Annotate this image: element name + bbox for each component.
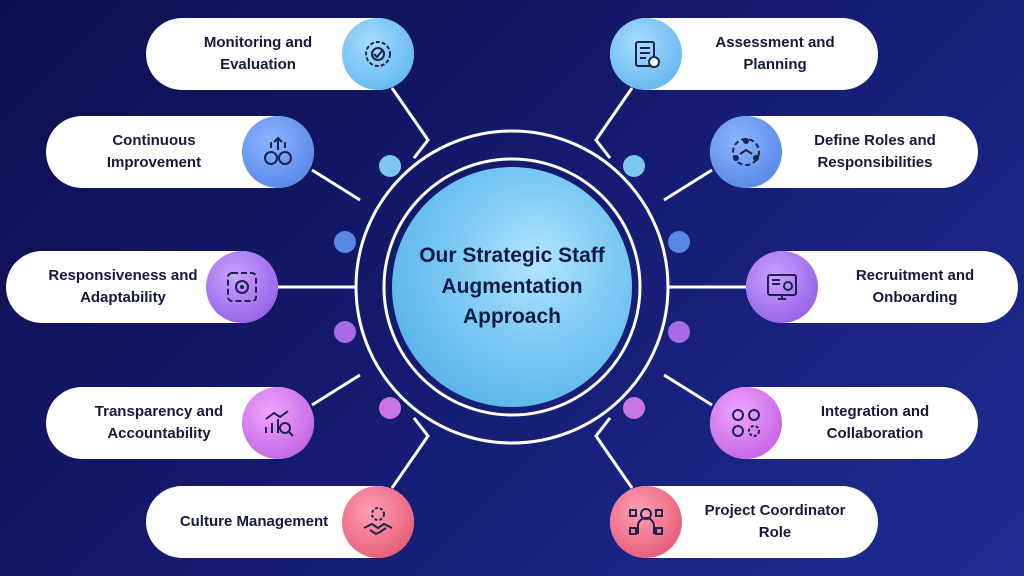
connector-integration	[663, 373, 713, 407]
card-culture-management: Culture Management	[146, 486, 414, 558]
connector-coordinator	[594, 417, 634, 489]
card-assessment-planning: Assessment and Planning	[610, 18, 878, 90]
card-project-coordinator: Project Coordinator Role	[610, 486, 878, 558]
card-label: Integration and Collaboration	[820, 403, 930, 442]
adaptability-cycle-icon	[206, 251, 278, 323]
connector-transparency	[311, 373, 361, 407]
card-label: Responsiveness and Adaptability	[48, 267, 198, 306]
ring-node	[334, 231, 356, 253]
accountability-chart-icon	[242, 387, 314, 459]
monitoring-gear-icon	[342, 18, 414, 90]
card-label: Continuous Improvement	[106, 132, 202, 171]
card-monitoring-evaluation: Monitoring and Evaluation	[146, 18, 414, 90]
card-responsiveness-adaptability: Responsiveness and Adaptability	[6, 251, 278, 323]
connector-assessment	[594, 87, 634, 159]
card-label: Define Roles and Responsibilities	[814, 132, 936, 171]
card-transparency-accountability: Transparency and Accountability	[46, 387, 314, 459]
ring-node	[379, 397, 401, 419]
team-roles-icon	[710, 116, 782, 188]
card-label: Assessment and Planning	[715, 34, 835, 73]
card-label: Monitoring and Evaluation	[203, 34, 313, 73]
inner-ring	[382, 157, 642, 417]
card-define-roles: Define Roles and Responsibilities	[710, 116, 978, 188]
ring-node	[668, 231, 690, 253]
clipboard-icon	[610, 18, 682, 90]
card-continuous-improvement: Continuous Improvement	[46, 116, 314, 188]
ring-node	[623, 155, 645, 177]
card-label: Culture Management	[179, 513, 329, 531]
center-hub: Our Strategic Staff Augmentation Approac…	[392, 167, 632, 407]
improvement-gears-icon	[242, 116, 314, 188]
connector-continuous	[311, 168, 361, 202]
card-label: Transparency and Accountability	[94, 403, 224, 442]
coordinator-icon	[610, 486, 682, 558]
card-label: Recruitment and Onboarding	[855, 267, 975, 306]
connector-monitoring	[390, 87, 430, 159]
card-integration-collaboration: Integration and Collaboration	[710, 387, 978, 459]
ring-node	[334, 321, 356, 343]
handshake-icon	[342, 486, 414, 558]
connector-culture	[390, 417, 430, 489]
collaboration-people-icon	[710, 387, 782, 459]
recruitment-monitor-icon	[746, 251, 818, 323]
ring-node	[668, 321, 690, 343]
card-recruitment-onboarding: Recruitment and Onboarding	[746, 251, 1018, 323]
center-title: Our Strategic Staff Augmentation Approac…	[419, 244, 605, 329]
ring-node	[379, 155, 401, 177]
connector-define-roles	[663, 168, 713, 202]
ring-node	[623, 397, 645, 419]
card-label: Project Coordinator Role	[704, 502, 846, 541]
